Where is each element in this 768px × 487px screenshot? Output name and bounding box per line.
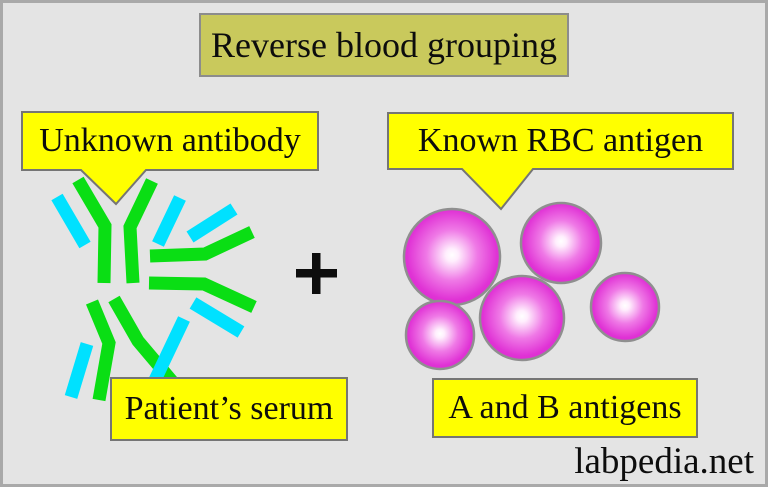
antibody-light-chain — [149, 316, 190, 383]
ab-antigens-label: A and B antigens — [432, 378, 698, 438]
antibody-heavy-chain — [123, 178, 158, 284]
labpedia-watermark: labpedia.net — [574, 441, 754, 482]
antibody-heavy-chain — [148, 276, 257, 313]
antibody-light-chain — [51, 193, 91, 249]
rbc-cell — [478, 274, 566, 362]
known-rbc-antigen-label: Known RBC antigen — [417, 122, 704, 159]
rbc-cell — [519, 201, 603, 285]
antibody-light-chain — [152, 195, 186, 247]
plus-sign — [296, 253, 337, 294]
antibody-heavy-chain — [85, 299, 116, 402]
unknown-antibody-label: Unknown antibody — [39, 122, 301, 159]
unknown-antibody-callout-bubble — [21, 111, 319, 206]
rbc-group — [402, 201, 661, 371]
antibody-right — [148, 203, 257, 338]
page-title: Reverse blood grouping — [199, 13, 569, 77]
rbc-cell — [404, 299, 476, 371]
rbc-cell — [589, 271, 661, 343]
patient-serum-label: Patient’s serum — [110, 377, 348, 441]
antibody-heavy-chain — [72, 176, 112, 284]
antibody-down — [64, 295, 190, 402]
known-rbc-antigen-callout-bubble — [387, 112, 734, 211]
rbc-cell — [402, 207, 502, 307]
antibody-heavy-chain — [149, 226, 255, 263]
antibody-light-chain — [64, 342, 94, 399]
antibody-light-chain — [189, 297, 245, 338]
antibody-up — [51, 176, 186, 284]
antibody-light-chain — [186, 203, 238, 243]
